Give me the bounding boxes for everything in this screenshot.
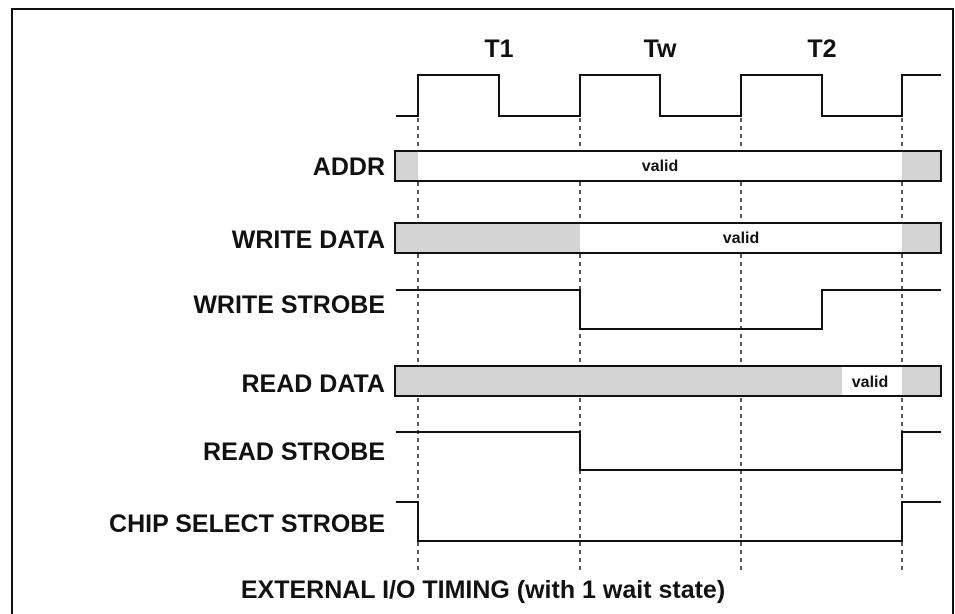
read-data-valid-region <box>842 367 902 395</box>
clock-waveform <box>396 74 941 117</box>
read-data-valid-label: valid <box>852 374 888 391</box>
addr-valid-label: valid <box>642 158 678 175</box>
diagram-frame <box>11 8 954 614</box>
write-data-valid-label: valid <box>723 230 759 247</box>
read-data-bus: valid <box>394 365 942 397</box>
phase-label-tw: Tw <box>644 35 677 63</box>
diagram-caption: EXTERNAL I/O TIMING (with 1 wait state) <box>241 576 725 604</box>
write-data-valid-region <box>580 224 902 252</box>
phase-label-t2: T2 <box>807 35 836 63</box>
signal-label-addr: ADDR <box>313 153 385 181</box>
signal-label-write-strobe: WRITE STROBE <box>193 291 385 319</box>
write-data-bus: valid <box>394 222 942 254</box>
signal-label-read-strobe: READ STROBE <box>203 438 385 466</box>
read-strobe-waveform <box>396 431 941 471</box>
phase-label-t1: T1 <box>484 35 513 63</box>
addr-bus: valid <box>394 150 942 182</box>
clock-edge-guides <box>417 118 903 572</box>
signal-label-chip-select: CHIP SELECT STROBE <box>109 510 385 538</box>
signal-label-write-data: WRITE DATA <box>232 226 385 254</box>
signal-label-read-data: READ DATA <box>241 370 385 398</box>
write-strobe-waveform <box>396 289 941 330</box>
chip-select-waveform <box>396 501 941 542</box>
addr-valid-region <box>418 152 902 180</box>
